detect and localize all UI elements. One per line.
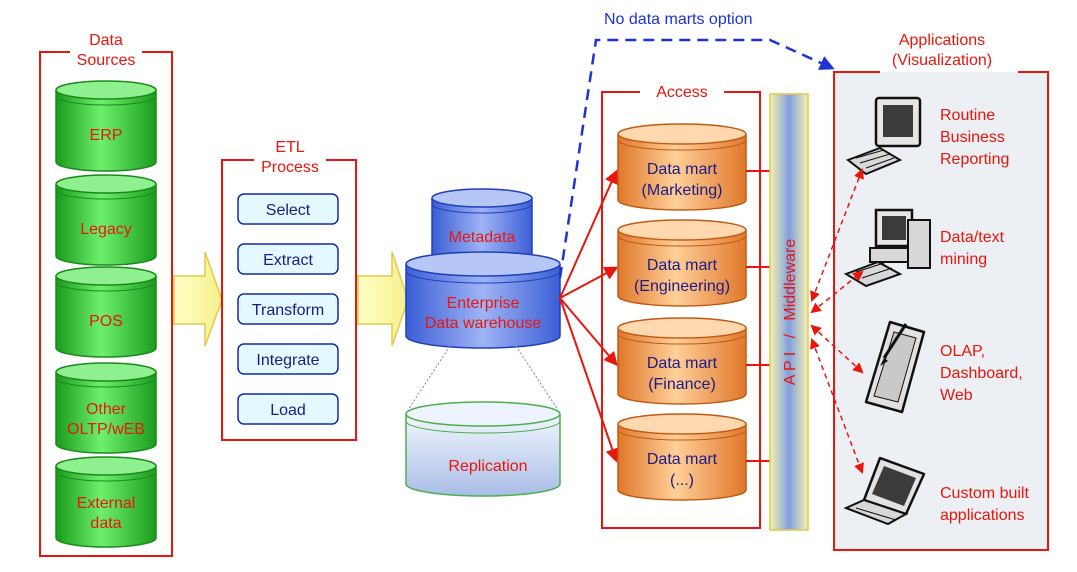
data-source-cylinder: Legacy (55, 174, 157, 266)
middleware-to-apps-arrows (810, 168, 864, 474)
application-label: Web (940, 387, 973, 404)
warehouse-to-marts-arrows (559, 169, 619, 463)
enterprise-label-line2: Data warehouse (425, 315, 542, 332)
applications-title-line2: (Visualization) (892, 52, 992, 69)
data-mart-label-line2: (...) (670, 472, 694, 489)
data-mart-cylinder: Data mart (Marketing) (617, 123, 770, 211)
api-middleware-bar: A P I / Middleware (769, 93, 809, 531)
etl-step-label: Load (270, 402, 306, 419)
metadata-label: Metadata (449, 229, 516, 246)
application-label: Routine (940, 107, 995, 124)
enterprise-warehouse-cylinder: Enterprise Data warehouse (405, 251, 561, 349)
applications-title-line1: Applications (899, 32, 985, 49)
application-label: Custom built (940, 485, 1029, 502)
data-mart-cylinder: Data mart (Finance) (617, 317, 770, 405)
etl-to-warehouse-arrow (357, 251, 409, 347)
replication-label: Replication (448, 458, 527, 475)
data-sources-title-line1: Data (89, 32, 123, 49)
sources-to-etl-arrow (173, 251, 223, 347)
etl-step-box: Transform (237, 293, 339, 325)
data-sources-panel: Data Sources ERPLegacyPOSOtherOLTP/wEBEx… (39, 32, 173, 557)
data-mart-label-line1: Data mart (647, 257, 718, 274)
etl-step-label: Integrate (256, 352, 319, 369)
etl-step-box: Load (237, 393, 339, 425)
etl-step-box: Integrate (237, 343, 339, 375)
data-mart-label-line2: (Marketing) (642, 182, 723, 199)
applications-panel: Applications (Visualization) (833, 32, 1049, 551)
access-title: Access (656, 84, 708, 101)
data-mart-cylinder: Data mart (...) (617, 413, 770, 501)
data-source-cylinder: ERP (55, 80, 157, 172)
application-label: Reporting (940, 151, 1009, 168)
data-source-cylinder: POS (55, 266, 157, 358)
application-label: mining (940, 251, 987, 268)
data-mart-label-line1: Data mart (647, 355, 718, 372)
data-source-cylinder: External data (55, 456, 157, 548)
etl-step-box: Select (237, 193, 339, 225)
data-mart-label-line2: (Finance) (648, 376, 716, 393)
etl-step-label: Extract (263, 252, 313, 269)
data-source-label: External (77, 495, 136, 512)
middleware-label: A P I / Middleware (782, 239, 799, 386)
etl-title-line2: Process (261, 159, 319, 176)
data-source-label: POS (89, 313, 123, 330)
application-label: OLAP, (940, 343, 985, 360)
data-source-label: ERP (90, 127, 123, 144)
data-mart-label-line2: (Engineering) (634, 278, 730, 295)
data-source-label-line2: data (90, 515, 121, 532)
data-source-label-line2: OLTP/wEB (67, 421, 145, 438)
data-source-label: Other (86, 401, 127, 418)
data-sources-title-line2: Sources (77, 52, 136, 69)
data-source-label: Legacy (80, 221, 132, 238)
application-label: Dashboard, (940, 365, 1023, 382)
data-mart-label-line1: Data mart (647, 451, 718, 468)
etl-step-box: Extract (237, 243, 339, 275)
data-mart-cylinder: Data mart (Engineering) (617, 219, 770, 307)
tablet-stylus-icon (864, 320, 926, 414)
warehouse-group: Metadata Enterprise Data warehouse Repli… (405, 188, 561, 497)
no-data-marts-dashed-arrow (558, 38, 835, 279)
application-label: Business (940, 129, 1005, 146)
etl-step-label: Transform (252, 302, 324, 319)
etl-step-label: Select (266, 202, 311, 219)
laptop-icon (843, 456, 926, 526)
replication-cylinder: Replication (405, 401, 561, 497)
access-panel: Access Data mart (Marketing) Data mart (Eng… (601, 84, 770, 529)
application-label: applications (940, 507, 1025, 524)
application-label: Data/text (940, 229, 1005, 246)
no-data-marts-label: No data marts option (604, 11, 753, 28)
data-mart-label-line1: Data mart (647, 161, 718, 178)
etl-title-line1: ETL (275, 139, 304, 156)
etl-panel: ETL Process SelectExtractTransformIntegr… (221, 139, 357, 441)
enterprise-label-line1: Enterprise (447, 295, 520, 312)
